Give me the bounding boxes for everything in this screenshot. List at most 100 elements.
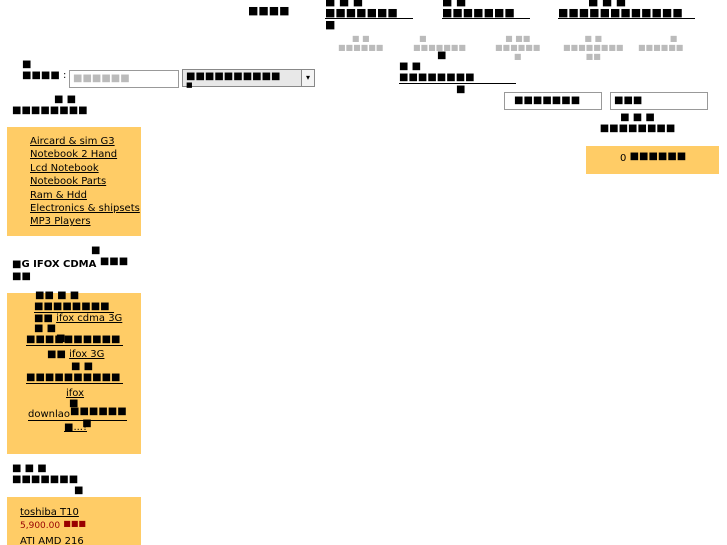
ifox-row7-prefix: downlao <box>28 409 71 420</box>
nav-item-2-line3: ■ <box>325 18 336 31</box>
categories-heading: ■ ■ ■■■■■■■■ <box>12 94 88 116</box>
ifox-row3-c: ■ <box>56 333 66 344</box>
search-label: ■■■■ : <box>22 70 67 81</box>
subnav-item-a[interactable]: ■ ■ ■■■■■■ <box>338 34 383 52</box>
subnav-item-d-line1: ■ ■ <box>584 34 603 43</box>
subnav-item-b-line2: ■■■■■■■ <box>413 43 466 52</box>
username-field[interactable]: ■■■■■■■ <box>504 92 602 110</box>
ifox-row4-prefix: ■■ <box>47 349 66 360</box>
ifox-3g-link[interactable]: ifox 3G <box>69 349 105 360</box>
nav-item-4-line2: ■■■■■■■■■■■■ <box>558 7 695 19</box>
login-button-line1: ■ ■ ■ <box>620 112 655 123</box>
subnav-item-e-line2: ■■■■■■ <box>638 43 684 52</box>
category-select[interactable]: ■■■■■■■■■■ ■ ▾ <box>182 69 315 89</box>
subnav-item-b[interactable]: ■ ■■■■■■■ <box>413 34 466 52</box>
ifox-row4[interactable]: ■■ ifox 3G <box>47 349 104 360</box>
category-link-1[interactable]: Aircard & sim G3 <box>30 136 115 147</box>
ifox-row3-a: ■ ■ <box>34 323 57 334</box>
center-line4: ■ <box>456 84 466 95</box>
nav-item-1[interactable]: ■■■■ <box>248 0 290 17</box>
subnav-item-e-line1: ■ <box>669 34 678 43</box>
ifox-row8-tail: ■ <box>82 418 92 429</box>
chevron-down-icon[interactable]: ▾ <box>301 70 314 86</box>
subnav-item-a-line1: ■ ■ <box>351 34 370 43</box>
products-heading: ■ ■ ■ ■■■■■■■ ■ <box>12 463 83 496</box>
subnav-item-a-line2: ■■■■■■ <box>338 43 384 52</box>
subnav-item-c-line3: ■ <box>513 52 522 61</box>
categories-heading-line1: ■ ■ <box>54 94 77 105</box>
ifox-cdma-3g-link[interactable]: ifox cdma 3G <box>56 313 123 324</box>
ifox-panel: ■■ ■ ■ ■■■■■■■■ ■■ ifox cdma 3G ■ ■ ■■■■… <box>7 290 141 454</box>
ifox-heading-line2: ■■ <box>12 271 31 282</box>
products-heading-line2: ■■■■■■■ <box>12 474 79 485</box>
nav-item-3-line2: ■■■■■■■ <box>442 7 530 19</box>
ifox-row2[interactable]: ■■ ifox cdma 3G <box>34 313 122 324</box>
ifox-row8-link[interactable]: ■...! <box>64 422 87 433</box>
password-field[interactable]: ■■■ <box>610 92 708 110</box>
ifox-row5[interactable]: ■ ■ ■■■■■■■■■■ <box>26 361 123 384</box>
ifox-row3-b: ■■■■■■■■■■ <box>26 334 123 346</box>
cart-label: ■■■■■■ <box>629 151 687 162</box>
subnav-item-d[interactable]: ■ ■ ■■■■■■■■ ■■ <box>563 34 623 61</box>
center-line2: ■ ■ <box>399 61 422 72</box>
nav-item-2[interactable]: ■ ■ ■ ■■■■■■■ ■ <box>325 0 413 30</box>
subnav-item-c-line1: ■ ■■ <box>505 34 531 43</box>
cart-panel[interactable]: 0 ■■■■■■ <box>586 146 719 174</box>
product-name-ati[interactable]: ATI AMD 216 <box>20 536 84 545</box>
nav-item-3-line1: ■ ■ <box>442 0 467 8</box>
nav-item-4[interactable]: ■ ■ ■ ■■■■■■■■■■■■ <box>558 0 695 19</box>
center-nav-block[interactable]: ■ ■ ■ ■■■■■■■■ ■ <box>399 50 516 95</box>
category-select-value: ■■■■■■■■■■ <box>186 71 281 82</box>
ifox-download-link[interactable]: ■■■■■■ <box>70 406 127 417</box>
ifox-row1-b: ■■■■■■■■ <box>34 301 110 312</box>
ifox-row7[interactable]: downlao■■■■■■ <box>28 406 127 421</box>
subnav-item-b-line1: ■ <box>419 34 427 43</box>
ifox-row1-a: ■■ ■ ■ <box>35 290 80 301</box>
product-price-toshiba: 5,900.00 ■■■ <box>20 519 86 531</box>
search-label-top: ■ <box>22 59 32 70</box>
cart-summary: 0 ■■■■■■ <box>620 151 687 164</box>
ifox-row3[interactable]: ■ ■ ■■■■■■■■■■ ■ <box>26 323 123 346</box>
category-link-4[interactable]: Notebook Parts <box>30 176 107 188</box>
ifox-row2-prefix: ■■ <box>34 313 53 324</box>
products-heading-line3: ■ <box>74 485 84 496</box>
nav-item-3[interactable]: ■ ■ ■■■■■■■ <box>442 0 530 19</box>
ifox-heading-top: ■ <box>91 245 101 256</box>
center-line1: ■ <box>437 50 447 61</box>
nav-item-2-line2: ■■■■■■■ <box>325 7 413 19</box>
ifox-heading-text: ■G IFOX CDMA <box>12 259 97 270</box>
ifox-row8[interactable]: ■...! ■ <box>64 418 100 433</box>
category-link-2[interactable]: Notebook 2 Hand <box>30 149 118 161</box>
subnav-item-d-line3: ■■ <box>585 52 601 61</box>
products-heading-line1: ■ ■ ■ <box>12 463 47 474</box>
product-price-value: 5,900.00 <box>20 521 61 531</box>
product-price-currency: ■■■ <box>63 519 86 528</box>
subnav-item-e[interactable]: ■ ■■■■■■ <box>638 34 683 52</box>
categories-panel: Aircard & sim G3 Notebook 2 Hand Lcd Not… <box>7 127 141 236</box>
category-link-7[interactable]: MP3 Players <box>30 216 91 228</box>
ifox-row5-b: ■■■■■■■■■■ <box>26 372 121 383</box>
category-link-3[interactable]: Lcd Notebook <box>30 162 99 174</box>
category-link-6[interactable]: Electronics & shipsets <box>30 203 140 215</box>
ifox-heading-tail: ■■■ <box>99 256 129 267</box>
subnav-item-c[interactable]: ■ ■■ ■■■■■■ ■ <box>495 34 540 61</box>
nav-item-2-line1: ■ ■ ■ <box>325 0 364 8</box>
ifox-link[interactable]: ifox <box>66 388 85 399</box>
search-input-value: ■■■■■■ <box>73 73 130 84</box>
category-link-5[interactable]: Ram & Hdd <box>30 189 87 201</box>
ifox-row1[interactable]: ■■ ■ ■ ■■■■■■■■ <box>34 290 114 313</box>
nav-item-1-label: ■■■■ <box>248 4 290 17</box>
login-button[interactable]: ■ ■ ■ ■■■■■■■■ <box>590 112 685 134</box>
nav-item-4-line1: ■ ■ ■ <box>588 0 627 8</box>
subnav-item-c-line2: ■■■■■■ <box>495 43 541 52</box>
ifox-row7-a: ■ <box>69 398 79 409</box>
search-input[interactable]: ■■■■■■ <box>69 70 179 88</box>
ifox-heading: ■G IFOX CDMA ■■■ <box>12 256 129 270</box>
product-link-toshiba[interactable]: toshiba T10 <box>20 507 79 518</box>
username-field-value: ■■■■■■■ <box>514 95 581 106</box>
password-field-value: ■■■ <box>614 95 643 106</box>
subnav-item-d-line2: ■■■■■■■■ <box>563 43 624 52</box>
ifox-row5-a: ■ ■ <box>71 361 94 372</box>
products-panel: toshiba T10 5,900.00 ■■■ ATI AMD 216 <box>7 497 141 545</box>
cart-count: 0 <box>620 153 627 164</box>
